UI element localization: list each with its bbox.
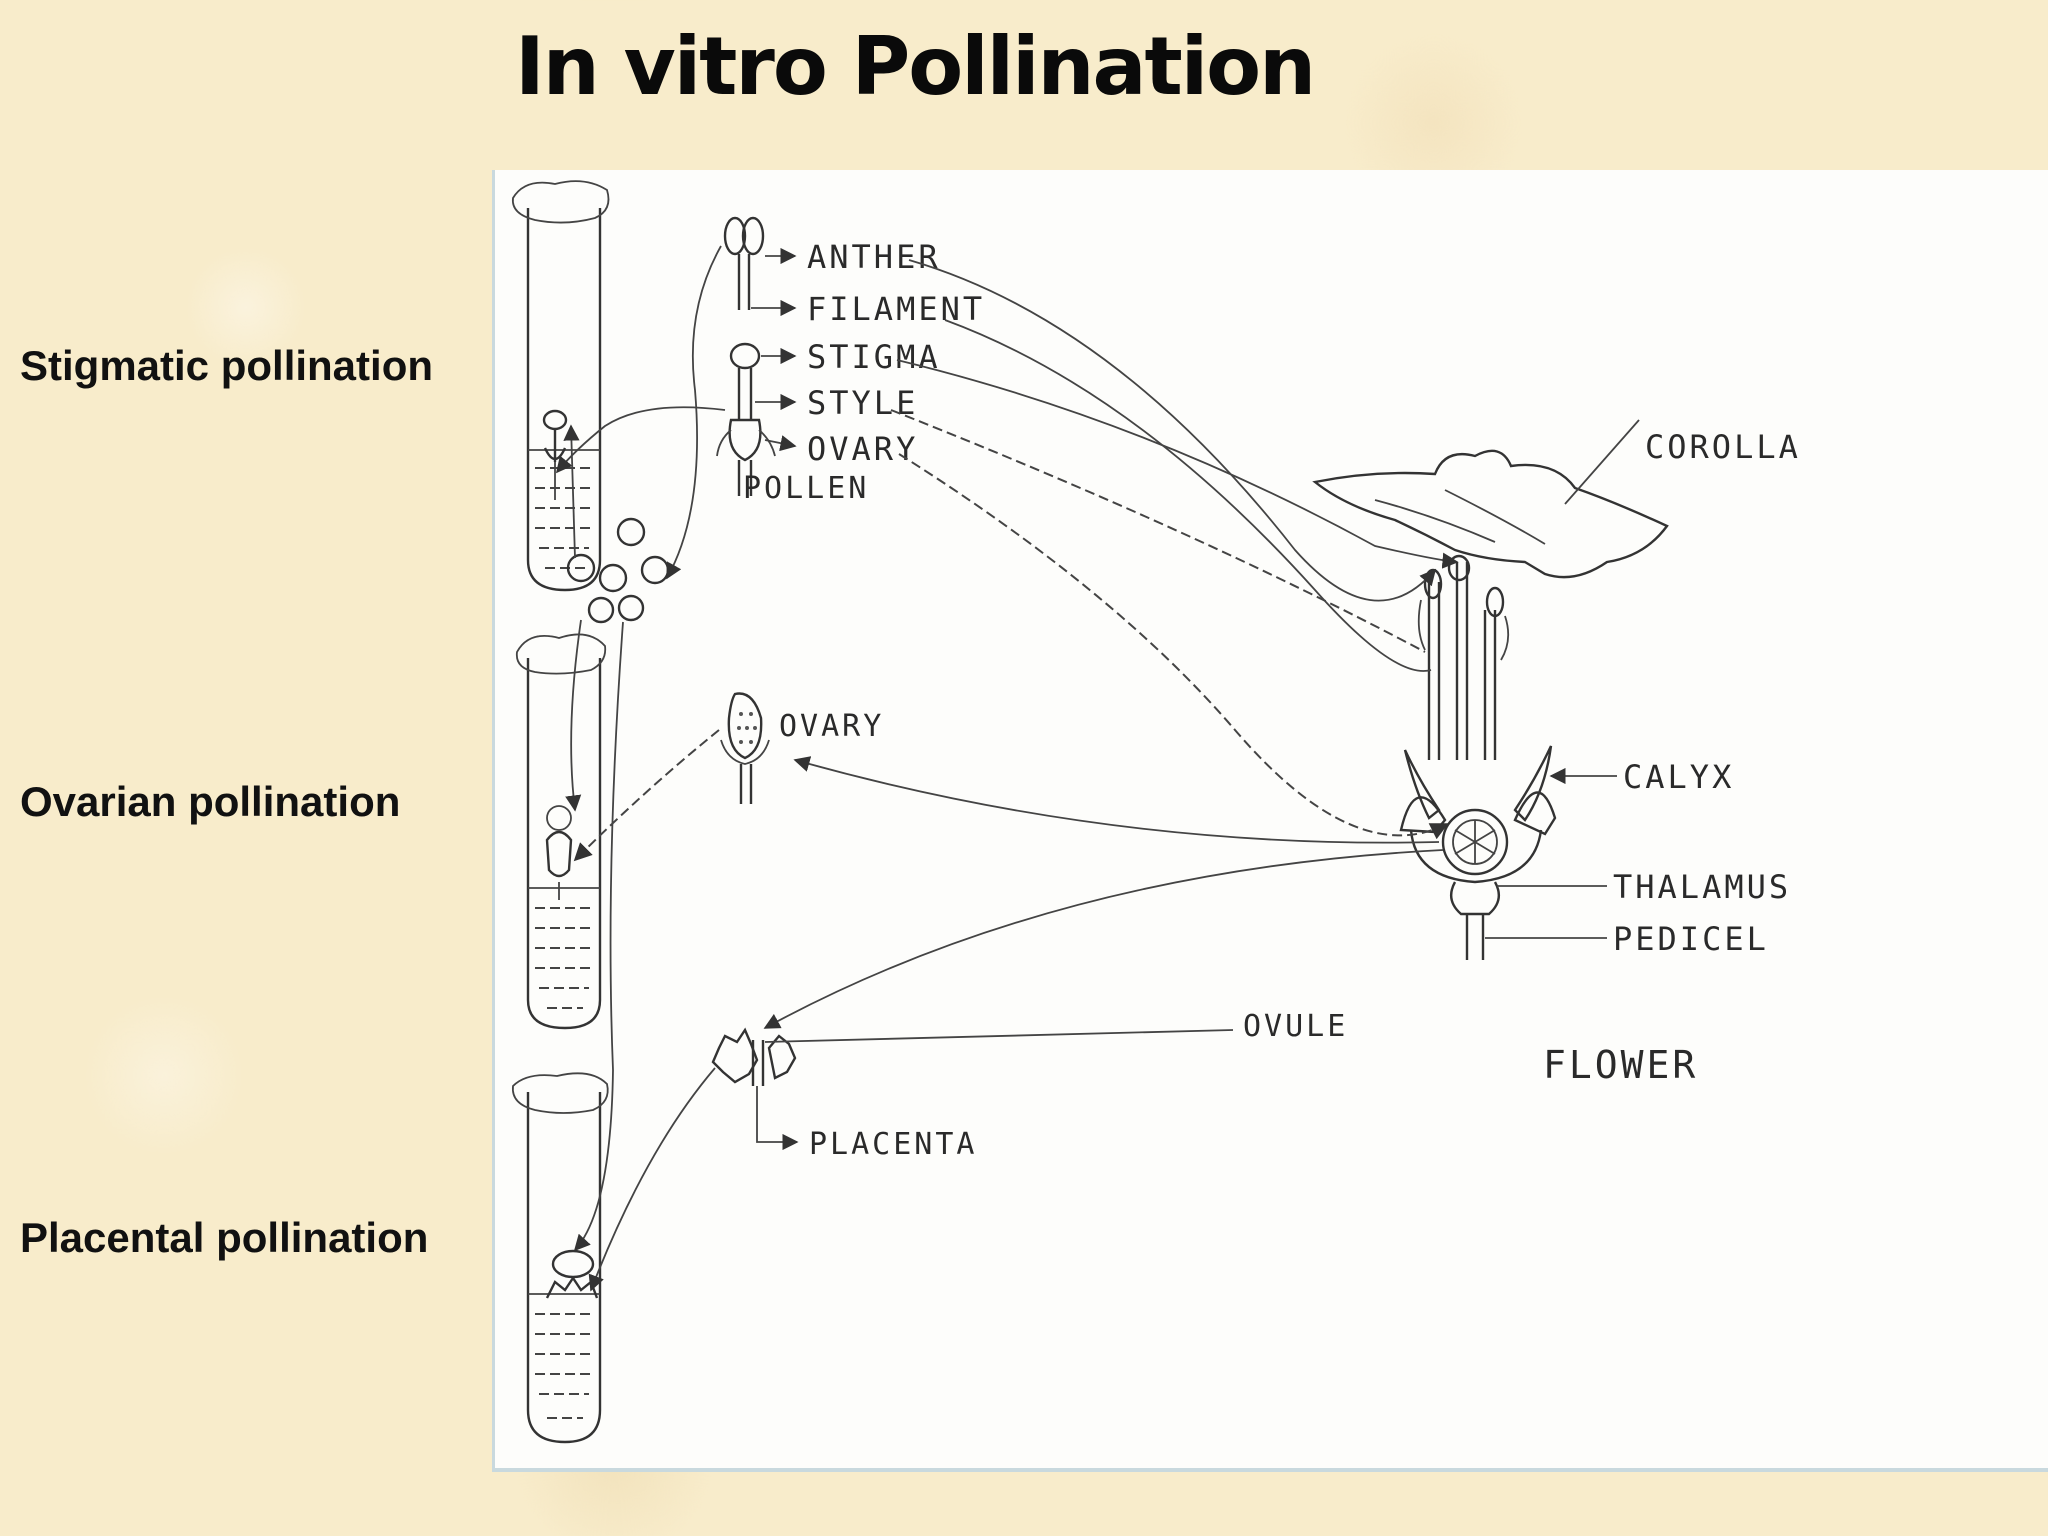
label-anther: ANTHER: [807, 238, 941, 276]
label-ovarian-pollination: Ovarian pollination: [20, 778, 401, 825]
label-placental-pollination: Placental pollination: [20, 1214, 429, 1261]
stamen-illustration: [723, 216, 765, 310]
connector-arrows: [555, 245, 1459, 1292]
pistil-illustration: [716, 342, 776, 496]
ovule-placenta-illustration: [711, 1027, 797, 1086]
label-ovule: OVULE: [1243, 1009, 1348, 1044]
label-thalamus: THALAMUS: [1613, 868, 1791, 906]
label-flower: FLOWER: [1543, 1043, 1698, 1087]
test-tube-ovarian: [515, 633, 607, 1030]
pollen-grains: [566, 517, 670, 624]
slide-title: In vitro Pollination: [515, 20, 1316, 113]
label-stigmatic-pollination: Stigmatic pollination: [20, 342, 434, 389]
label-ovary-top: OVARY: [807, 430, 918, 468]
label-pollen: POLLEN: [743, 471, 869, 506]
test-tube-placental: [512, 1072, 609, 1444]
pollination-diagram: ANTHER FILAMENT STIGMA STYLE OVARY POLLE…: [512, 180, 1801, 1444]
label-pedicel: PEDICEL: [1613, 920, 1769, 958]
diagram-panel: ANTHER FILAMENT STIGMA STYLE OVARY POLLE…: [492, 170, 2048, 1472]
isolated-ovary: [720, 692, 770, 804]
label-placenta: PLACENTA: [809, 1127, 978, 1162]
label-corolla: COROLLA: [1645, 428, 1801, 466]
label-ovary-mid: OVARY: [779, 709, 884, 744]
test-tube-stigmatic: [512, 180, 610, 592]
label-stigma: STIGMA: [807, 338, 941, 376]
label-filament: FILAMENT: [807, 290, 985, 328]
label-calyx: CALYX: [1623, 758, 1734, 796]
label-style: STYLE: [807, 384, 918, 422]
